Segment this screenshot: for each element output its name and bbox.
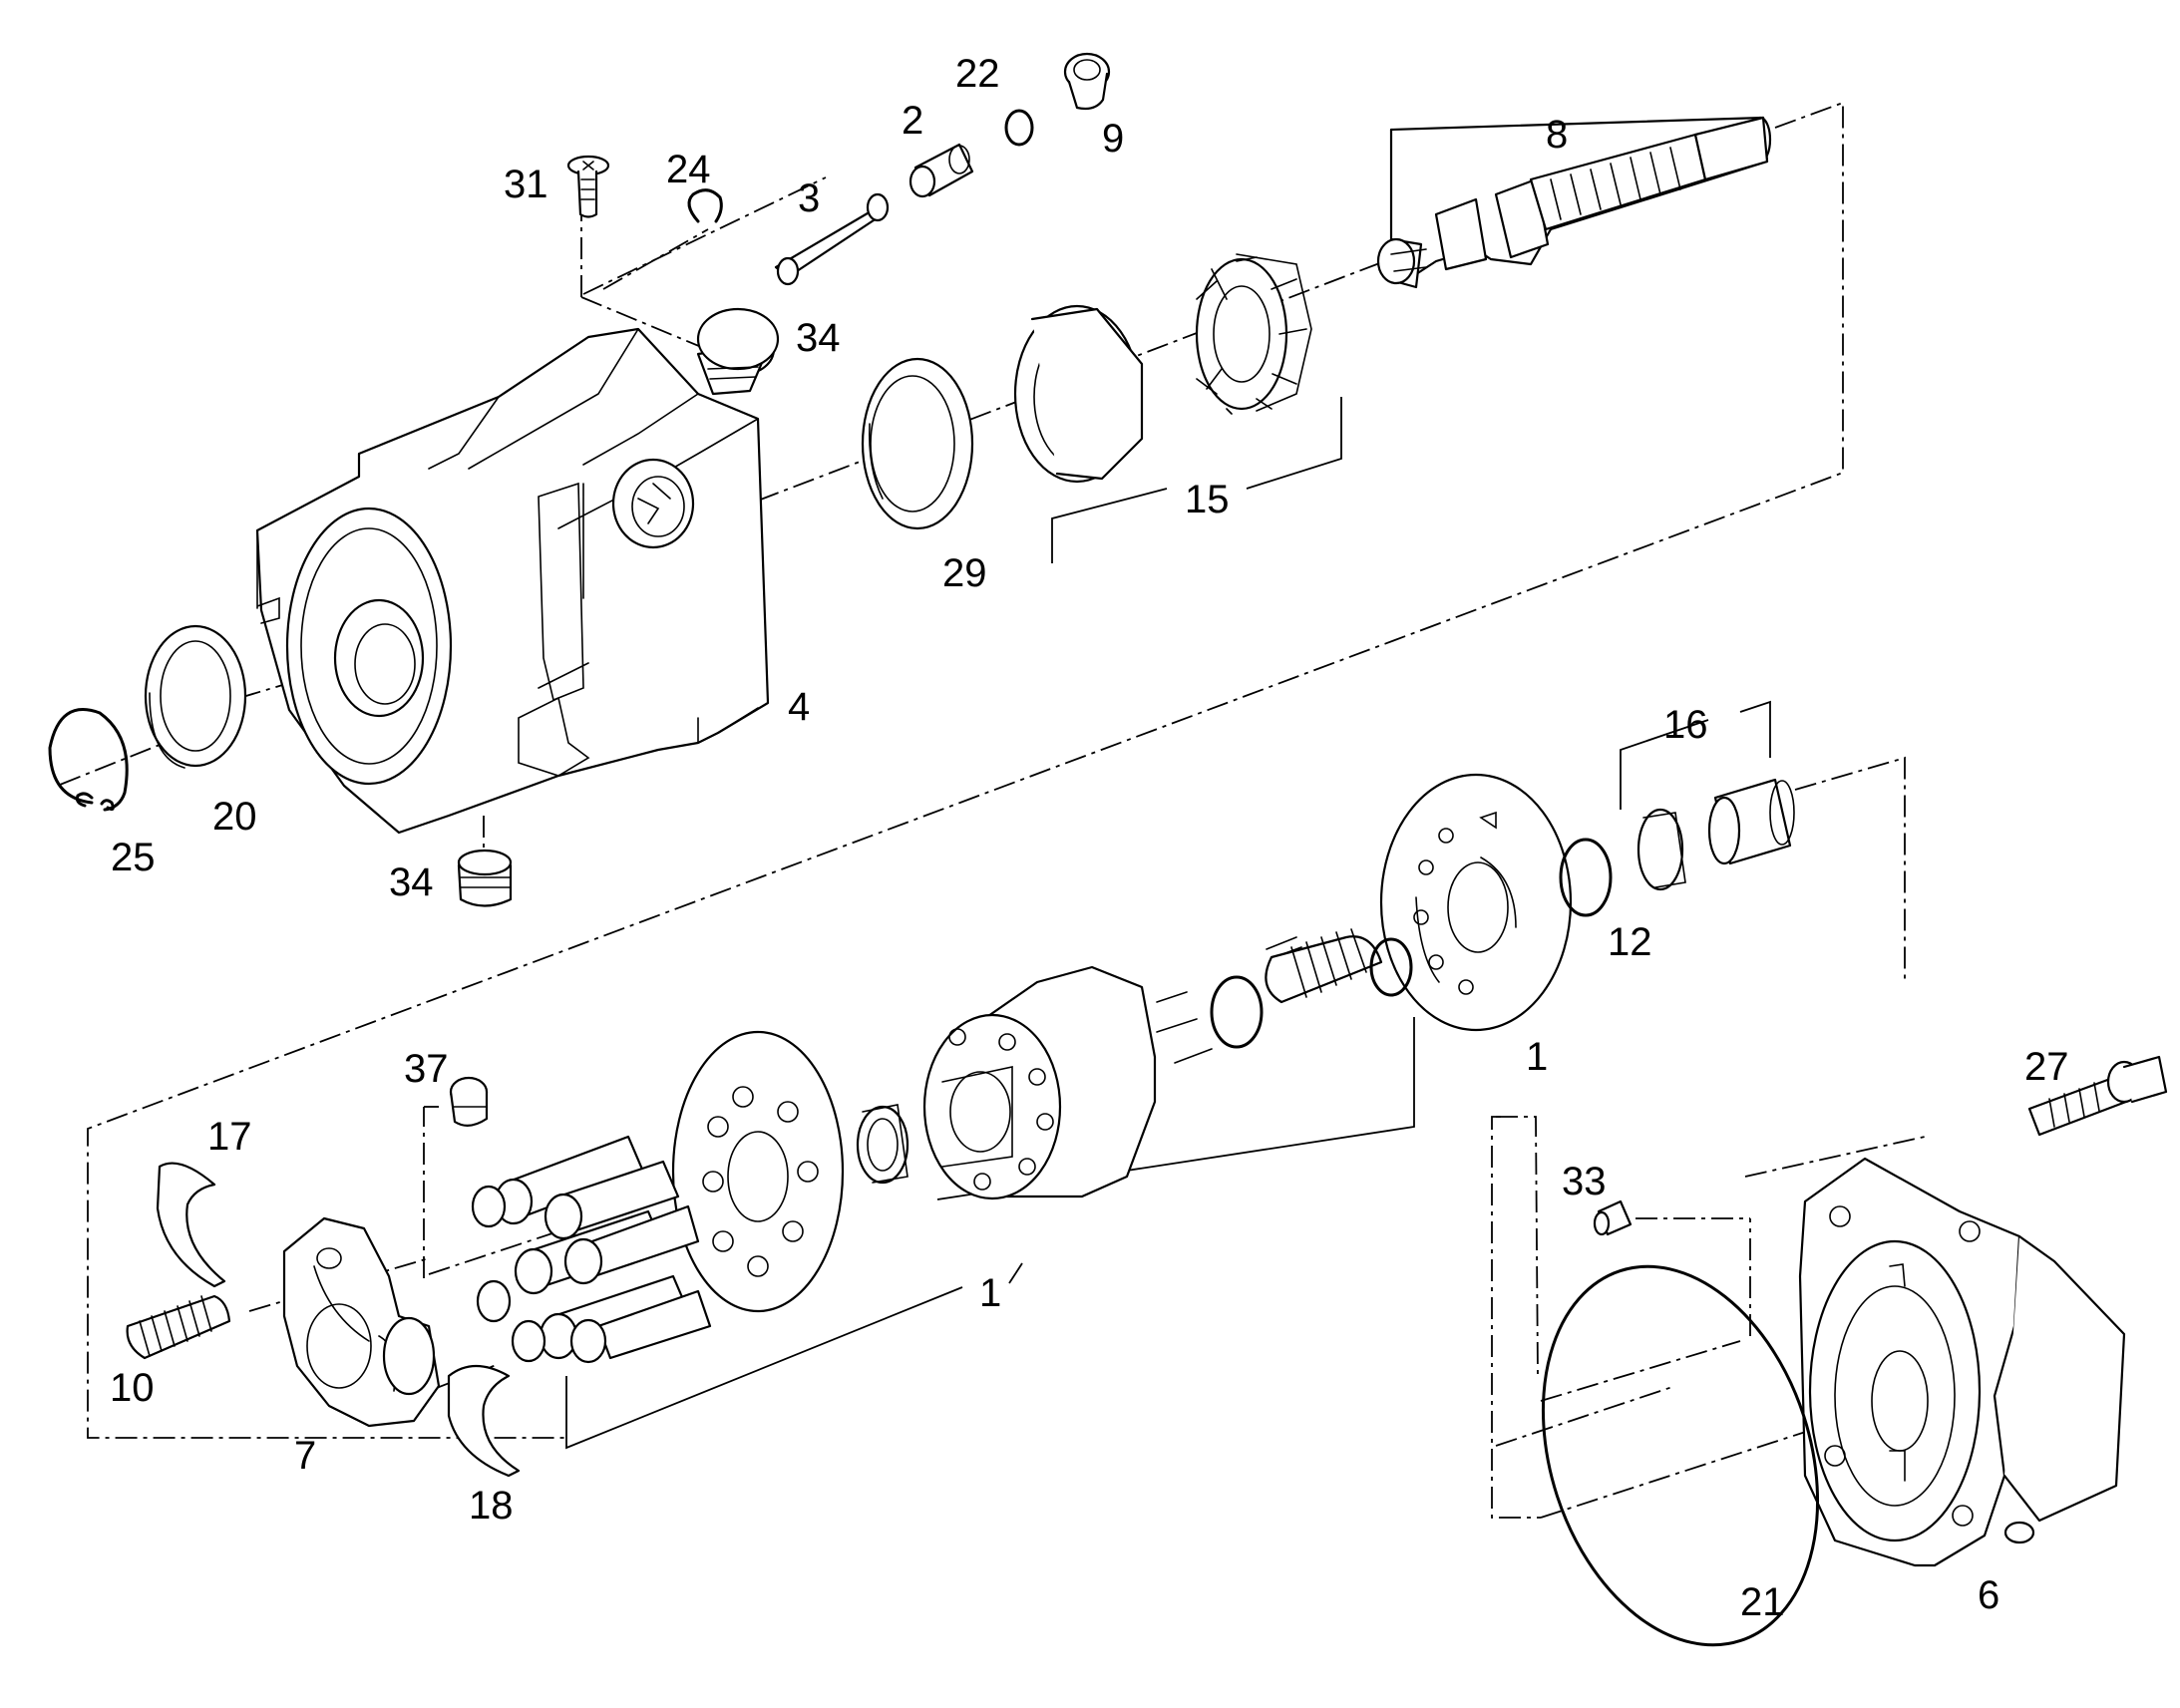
label-3: 3 (798, 176, 820, 220)
retaining-ring-part-25 (48, 708, 129, 812)
label-21: 21 (1740, 1580, 1785, 1624)
spring-group (1156, 928, 1413, 1064)
cylinder-block-part-1 (922, 965, 1157, 1200)
label-6: 6 (1978, 1573, 1999, 1617)
label-7: 7 (294, 1434, 316, 1478)
pistons-group (471, 1135, 712, 1364)
label-12: 12 (1608, 920, 1652, 964)
label-15: 15 (1185, 478, 1230, 521)
label-16: 16 (1663, 703, 1708, 747)
valve-plate-part-1-right (1379, 773, 1573, 1032)
sleeve-part-2 (908, 143, 974, 198)
label-8: 8 (1546, 113, 1568, 157)
pin-part-33 (1593, 1199, 1633, 1236)
label-17: 17 (207, 1115, 252, 1159)
half-shell-part-18 (447, 1365, 521, 1478)
plug-part-9 (1063, 52, 1111, 111)
seal-part-29 (861, 357, 974, 530)
label-1-right: 1 (1526, 1035, 1548, 1079)
cover-part-6 (1798, 1157, 2126, 1567)
label-18: 18 (469, 1484, 514, 1528)
label-1-bottom: 1 (979, 1271, 1001, 1315)
plug-part-34-top (696, 307, 780, 396)
circlip-part-24 (687, 188, 723, 223)
part-labels: 31 24 3 2 22 9 8 34 15 29 4 20 25 34 16 … (110, 52, 2069, 1624)
label-25: 25 (111, 836, 156, 879)
label-37: 37 (404, 1047, 449, 1091)
bolt-part-27 (2027, 1055, 2168, 1137)
swashplate-part-7 (282, 1216, 441, 1428)
o-ring-part-21 (1541, 1264, 1820, 1647)
bearing-ring-part-20 (144, 624, 247, 769)
leader-lines (565, 397, 1771, 1450)
label-31: 31 (504, 163, 548, 206)
label-20: 20 (212, 795, 257, 839)
label-34-top: 34 (796, 316, 841, 360)
half-shell-part-17 (156, 1162, 226, 1288)
bearing-part-16 (1636, 778, 1795, 891)
retainer-plate (671, 1030, 845, 1313)
ring-part-12 (1559, 838, 1613, 917)
bolt-part-37 (449, 1076, 489, 1127)
screw-part-31 (566, 155, 610, 218)
pin-part-3 (774, 192, 890, 286)
label-9: 9 (1102, 117, 1124, 161)
needle-bearing (856, 1104, 909, 1185)
label-4: 4 (788, 685, 810, 729)
spring-part-10 (126, 1294, 231, 1360)
shaft-part-8 (1376, 116, 1772, 289)
label-27: 27 (2024, 1045, 2069, 1089)
o-ring-part-22 (1004, 109, 1034, 147)
label-2: 2 (902, 99, 923, 143)
housing-part-4 (255, 327, 770, 835)
label-29: 29 (942, 551, 987, 595)
label-24: 24 (666, 148, 711, 191)
bearing-part-15 (1013, 253, 1312, 484)
plug-part-34-bottom (457, 849, 513, 907)
label-34-bottom: 34 (389, 860, 434, 904)
label-22: 22 (955, 52, 1000, 96)
label-10: 10 (110, 1366, 155, 1410)
label-33: 33 (1562, 1160, 1607, 1203)
